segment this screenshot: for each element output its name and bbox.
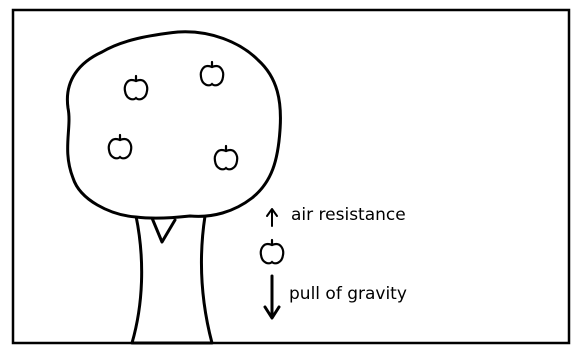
tree-canopy [67, 32, 280, 218]
air-resistance-label: air resistance [291, 205, 406, 225]
pull-of-gravity-label: pull of gravity [289, 284, 407, 304]
